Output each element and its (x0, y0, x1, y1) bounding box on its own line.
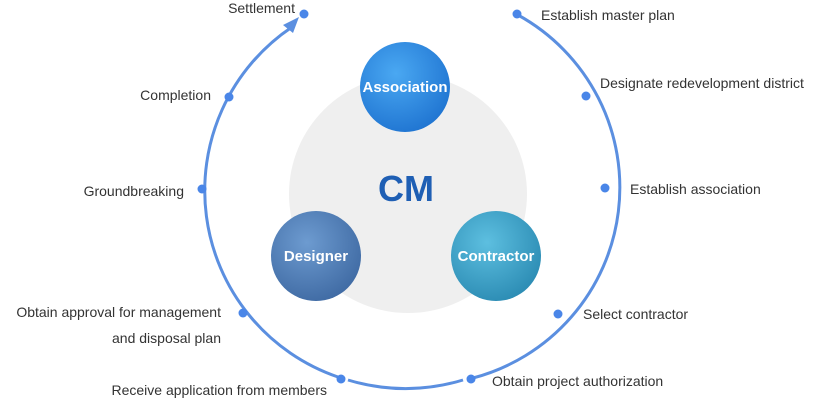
arrowhead-icon (283, 17, 299, 33)
dot-obtain-project-authorization (466, 374, 476, 384)
step-label-select-contractor: Select contractor (583, 306, 689, 322)
ring-arc-right (472, 13, 622, 380)
dot-obtain-approval (238, 308, 248, 318)
ring-arc-bottom (347, 378, 464, 391)
dot-settlement (299, 9, 309, 19)
center-title: CM (378, 168, 434, 209)
designer-circle (271, 211, 361, 301)
step-label-settlement: Settlement (228, 0, 295, 16)
step-label-completion: Completion (140, 87, 211, 103)
step-label-designate-redevelopment-district: Designate redevelopment district (600, 75, 804, 91)
step-label-establish-master-plan: Establish master plan (541, 7, 675, 23)
step-label-obtain-project-authorization: Obtain project authorization (492, 373, 664, 389)
contractor-circle (451, 211, 541, 301)
step-label-groundbreaking: Groundbreaking (83, 183, 184, 199)
dot-completion (224, 92, 234, 102)
step-label-obtain-approval: Obtain approval for management and dispo… (16, 304, 221, 346)
dot-establish-master-plan (512, 9, 522, 19)
cycle-ring (203, 13, 622, 391)
ring-arc-left (203, 25, 339, 379)
step-dots (197, 9, 610, 384)
step-label-receive-application: Receive application from members (111, 382, 327, 398)
dot-designate-redevelopment-district (581, 91, 591, 101)
designer-node-label: Designer (283, 247, 349, 265)
dot-receive-application (336, 374, 346, 384)
contractor-node-label: Contractor (457, 247, 535, 265)
dot-establish-association (600, 183, 610, 193)
association-node-label: Association (362, 78, 448, 96)
step-label-establish-association: Establish association (630, 181, 761, 197)
dot-groundbreaking (197, 184, 207, 194)
dot-select-contractor (553, 309, 563, 319)
association-circle (360, 42, 450, 132)
